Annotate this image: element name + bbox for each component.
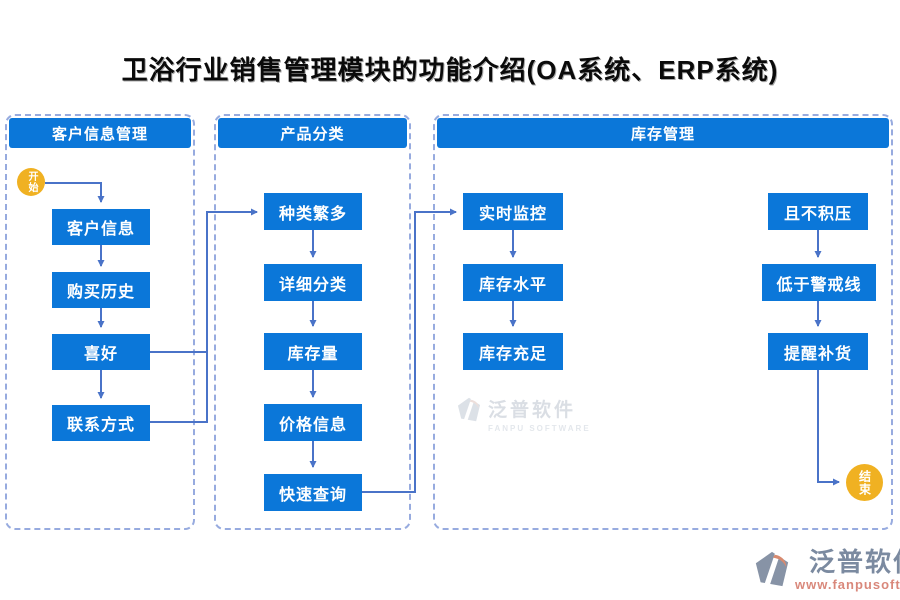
node-no-overstock: 且不积压 xyxy=(768,193,868,230)
node-below-warning-line: 低于警戒线 xyxy=(762,264,876,301)
fanpu-logo-icon xyxy=(755,550,789,590)
watermark-name: 泛普软件 xyxy=(488,400,577,421)
node-quick-query: 快速查询 xyxy=(264,474,362,511)
node-realtime-monitor: 实时监控 xyxy=(463,193,563,230)
panel-inventory-management: 库存管理 xyxy=(433,114,893,530)
end-terminal-label: 结束 xyxy=(857,469,872,496)
panel-header-inventory-management: 库存管理 xyxy=(437,118,889,148)
watermark-subtitle: FANPU SOFTWARE xyxy=(488,424,591,433)
node-preferences: 喜好 xyxy=(52,334,150,370)
footer-logo-url: www.fanpusoft.com xyxy=(795,576,900,592)
center-watermark: 泛普软件 FANPU SOFTWARE xyxy=(456,395,591,433)
start-terminal: 开始 xyxy=(17,168,45,196)
node-stock-sufficient: 库存充足 xyxy=(463,333,563,370)
node-contact-info: 联系方式 xyxy=(52,405,150,441)
panel-header-customer-info: 客户信息管理 xyxy=(9,118,191,148)
panel-header-product-category: 产品分类 xyxy=(218,118,407,148)
fanpu-logo-icon-watermark xyxy=(457,397,481,424)
node-customer-info: 客户信息 xyxy=(52,209,150,245)
node-stock-level: 库存水平 xyxy=(463,264,563,301)
node-restock-reminder: 提醒补货 xyxy=(768,333,868,370)
node-detailed-category: 详细分类 xyxy=(264,264,362,301)
panel-product-category: 产品分类 xyxy=(214,114,411,530)
start-terminal-label: 开始 xyxy=(26,171,37,193)
page-title: 卫浴行业销售管理模块的功能介绍(OA系统、ERP系统) xyxy=(121,55,779,85)
node-stock-qty: 库存量 xyxy=(264,333,362,370)
node-purchase-history: 购买历史 xyxy=(52,272,150,308)
end-terminal: 结束 xyxy=(846,464,883,501)
node-variety: 种类繁多 xyxy=(264,193,362,230)
node-price-info: 价格信息 xyxy=(264,404,362,441)
footer-logo-name: 泛普软件 xyxy=(809,547,900,577)
footer-logo: 泛普软件 www.fanpusoft.com xyxy=(753,548,900,592)
